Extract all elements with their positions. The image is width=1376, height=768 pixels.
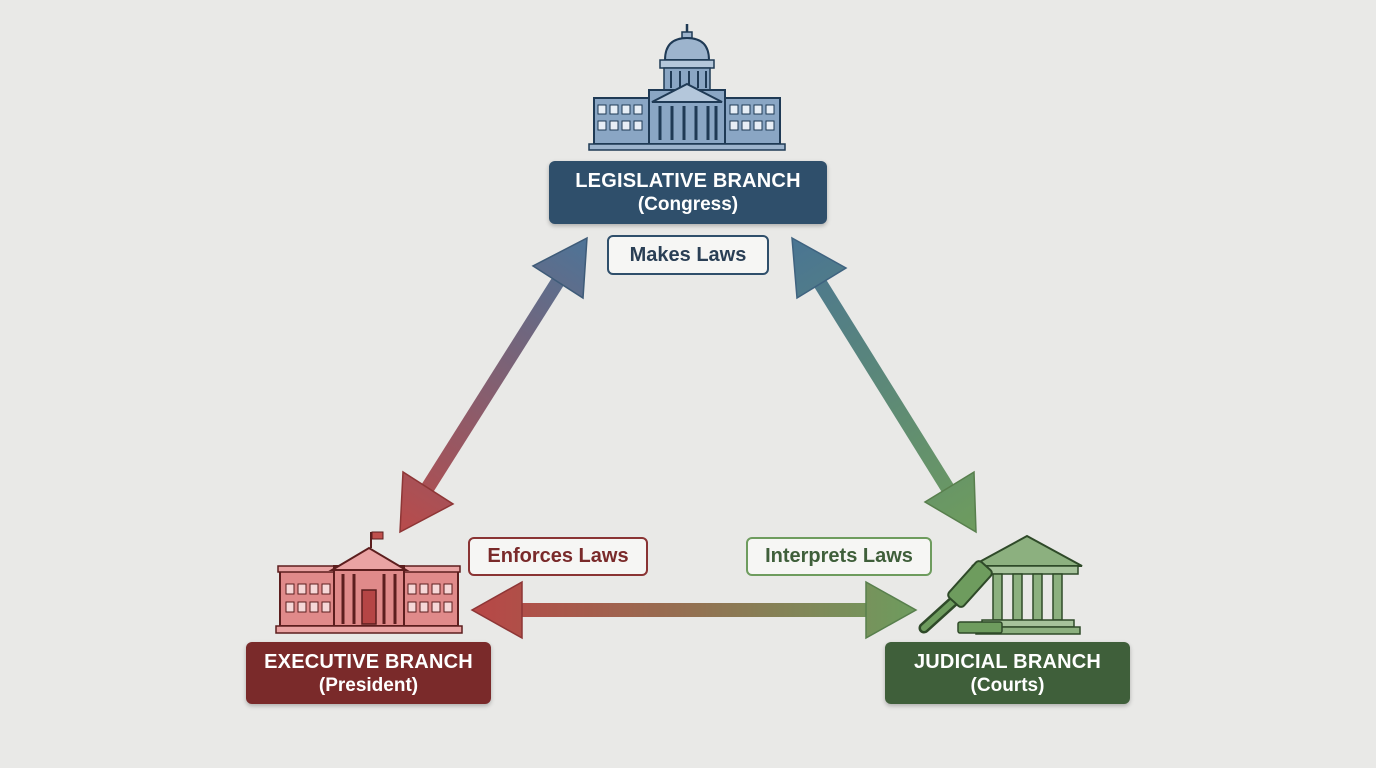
legislative-branch-box: LEGISLATIVE BRANCH (Congress): [549, 161, 827, 224]
executive-branch-box: EXECUTIVE BRANCH (President): [246, 642, 491, 704]
legislative-role-label: Makes Laws: [607, 235, 769, 275]
judicial-branch-subtitle: (Courts): [970, 674, 1045, 696]
arrow-executive-judicial: [470, 580, 918, 640]
courthouse-gavel-icon: [918, 534, 1083, 635]
legislative-branch-subtitle: (Congress): [637, 194, 739, 215]
arrow-legislative-executive: [399, 236, 588, 534]
white-house-icon: [275, 531, 463, 634]
arrow-legislative-judicial: [791, 236, 977, 534]
executive-role-label: Enforces Laws: [468, 537, 648, 576]
executive-branch-subtitle: (President): [318, 674, 419, 696]
capitol-building-icon: [588, 24, 786, 151]
judicial-branch-title: JUDICIAL BRANCH: [913, 650, 1102, 673]
executive-branch-title: EXECUTIVE BRANCH: [264, 650, 473, 673]
legislative-branch-title: LEGISLATIVE BRANCH: [575, 170, 801, 192]
judicial-branch-box: JUDICIAL BRANCH (Courts): [885, 642, 1130, 704]
judicial-role-label: Interprets Laws: [746, 537, 932, 576]
